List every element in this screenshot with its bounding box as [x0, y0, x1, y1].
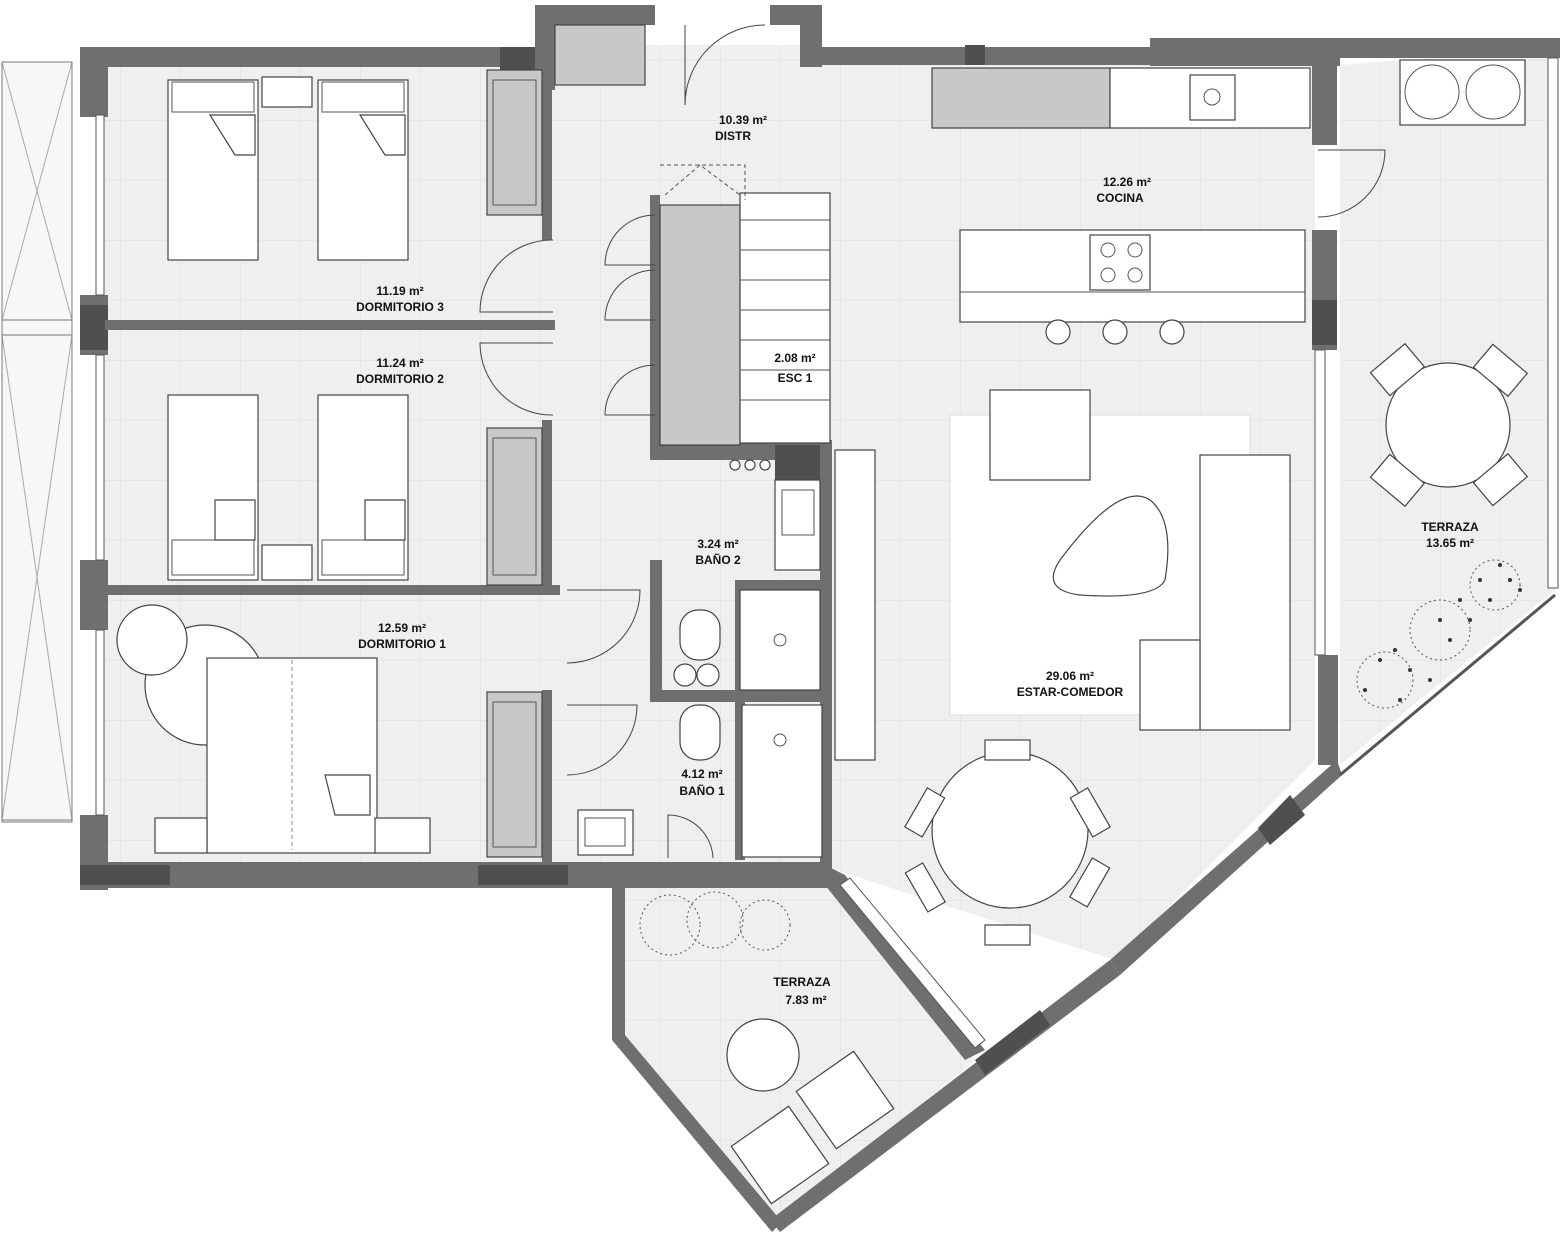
room-area-estar: 29.06 m²: [1046, 669, 1094, 683]
room-name-dorm1: DORMITORIO 1: [358, 637, 446, 651]
room-name-terraza-south: TERRAZA: [773, 975, 831, 989]
room-name-dorm3: DORMITORIO 3: [356, 300, 444, 314]
room-name-bano1: BAÑO 1: [679, 783, 725, 798]
wardrobes: [486, 24, 646, 858]
room-area-dorm1: 12.59 m²: [378, 621, 426, 635]
stair: [659, 164, 831, 446]
windows: [95, 57, 1559, 1049]
room-name-distr: DISTR: [715, 129, 751, 143]
room-area-terraza-east: 13.65 m²: [1426, 536, 1474, 550]
room-area-esc1: 2.08 m²: [774, 351, 815, 365]
room-area-cocina: 12.26 m²: [1103, 175, 1151, 189]
room-area-bano2: 3.24 m²: [697, 537, 738, 551]
room-name-cocina: COCINA: [1096, 191, 1144, 205]
bedroom-1-furniture: [116, 604, 431, 854]
bedroom-3-furniture: [167, 76, 409, 261]
room-labels: 10.39 m² DISTR 12.26 m² COCINA 11.19 m² …: [356, 113, 1479, 1007]
bedroom-2-furniture: [167, 394, 409, 581]
west-balcony-marks: [1, 61, 73, 821]
terrace-east-furniture: [1356, 342, 1529, 709]
room-area-bano1: 4.12 m²: [681, 767, 722, 781]
west-balcony: [1, 61, 73, 823]
room-area-distr: 10.39 m²: [719, 113, 767, 127]
bathroom-fixtures: [577, 459, 823, 858]
kitchen: [931, 59, 1526, 345]
room-name-estar: ESTAR-COMEDOR: [1017, 685, 1124, 699]
room-name-dorm2: DORMITORIO 2: [356, 372, 444, 386]
living-area: [834, 389, 1291, 946]
room-name-esc1: ESC 1: [778, 371, 813, 385]
room-name-terraza-east: TERRAZA: [1421, 520, 1479, 534]
terrace-south-furniture: [639, 891, 895, 1205]
doors: [479, 24, 1386, 859]
room-area-dorm2: 11.24 m²: [376, 356, 423, 370]
room-area-dorm3: 11.19 m²: [376, 284, 423, 298]
room-area-terraza-south: 7.83 m²: [785, 993, 826, 1007]
room-name-bano2: BAÑO 2: [695, 552, 741, 567]
